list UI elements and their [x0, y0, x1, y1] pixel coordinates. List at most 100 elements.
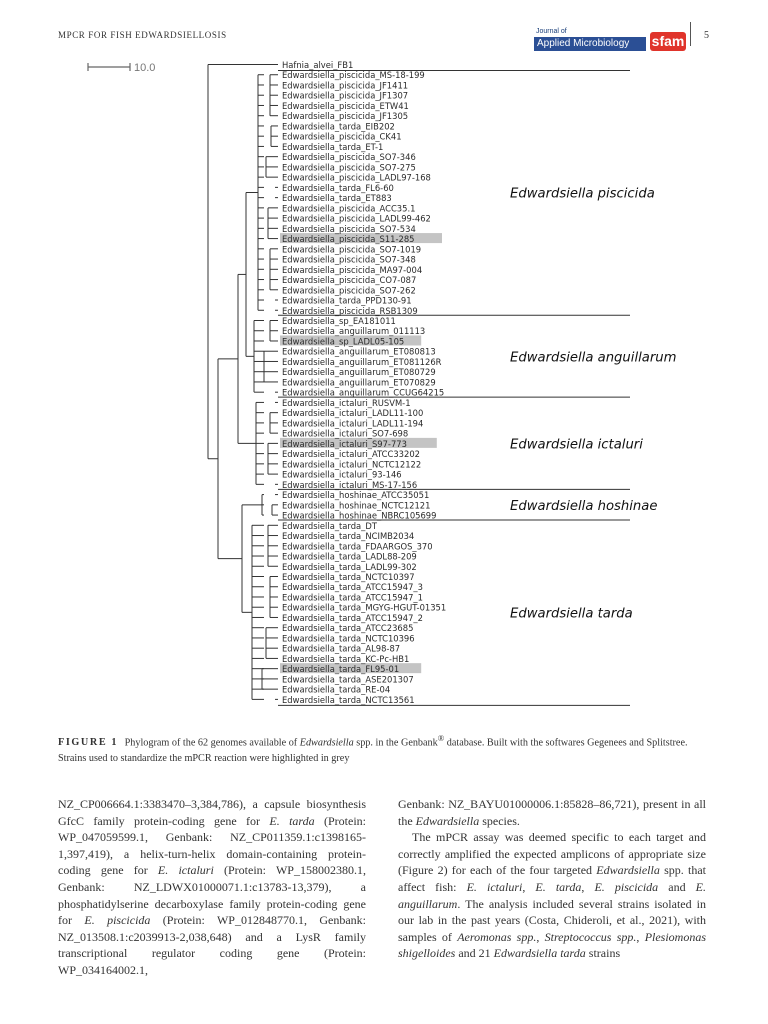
- running-title: MPCR FOR FISH EDWARDSIELLOSIS: [58, 30, 227, 40]
- taxon-label: Edwardsiella_anguillarum_011113: [282, 326, 425, 336]
- body-text-run: E. ictaluri: [466, 879, 523, 894]
- body-text-run: strains: [585, 946, 621, 961]
- taxon-label: Edwardsiella_anguillarum_ET070829: [282, 377, 436, 387]
- taxon-label: Edwardsiella_sp_LADL05-105: [282, 336, 404, 346]
- taxon-label: Edwardsiella_piscicida_S11-285: [282, 234, 415, 244]
- journal-logo: Journal of Applied Microbiology sfam: [534, 28, 686, 52]
- taxon-label: Edwardsiella_tarda_ET-1: [282, 142, 383, 152]
- body-text-run: (Protein: WP_158002380.1, Genbank: NZ_LD…: [58, 863, 366, 928]
- clade-label: Edwardsiella anguillarum: [510, 350, 676, 365]
- taxon-label: Edwardsiella_anguillarum_ET081126R: [282, 357, 442, 367]
- body-text-run: Streptococcus spp.: [544, 929, 637, 944]
- taxon-label: Edwardsiella_tarda_LADL88-209: [282, 552, 417, 562]
- scale-bar-label: 10.0: [134, 62, 155, 74]
- body-text-run: Aeromonas spp.: [457, 929, 537, 944]
- highlight-bar: [280, 437, 437, 448]
- taxon-label: Edwardsiella_tarda_KC-Pc-HB1: [282, 654, 409, 664]
- body-text-run: E. piscicida: [84, 913, 151, 928]
- taxon-label: Edwardsiella_tarda_NCIMB2034: [282, 531, 414, 541]
- taxon-label: Edwardsiella_ictaluri_ATCC33202: [282, 449, 420, 459]
- body-text-run: Plesiomonas shigelloides: [398, 929, 707, 961]
- taxon-label: Edwardsiella_tarda_ATCC15947_3: [282, 582, 423, 592]
- taxon-label: Edwardsiella_tarda_ATCC23685: [282, 623, 413, 633]
- body-text-run: species.: [479, 813, 520, 828]
- body-text-run: . The analysis included several strains …: [398, 896, 706, 944]
- taxon-label: Edwardsiella_tarda_NCTC10397: [282, 572, 415, 582]
- body-text-run: E. tarda: [535, 879, 582, 894]
- body-text-run: ,: [581, 879, 595, 894]
- clade-label: Edwardsiella ictaluri: [510, 437, 643, 452]
- body-column-right: Genbank: NZ_BAYU01000006.1:85828–86,721)…: [398, 796, 706, 962]
- taxon-label: Edwardsiella_anguillarum_CCUG64215: [282, 388, 444, 398]
- taxon-label: Edwardsiella_piscicida_MA97-004: [282, 265, 422, 275]
- journal-name: Applied Microbiology: [534, 37, 646, 51]
- body-text-run: Genbank: NZ_BAYU01000006.1:85828–86,721)…: [398, 797, 706, 828]
- taxon-label: Edwardsiella_sp_EA181011: [282, 316, 396, 326]
- figure-caption: FIGURE 1 Phylogram of the 62 genomes ava…: [58, 730, 710, 767]
- highlight-bar: [280, 233, 442, 244]
- taxon-label: Edwardsiella_tarda_FL6-60: [282, 183, 394, 193]
- body-paragraph-left: NZ_CP006664.1:3383470–3,384,786), a caps…: [58, 796, 366, 979]
- taxon-label: Edwardsiella_piscicida_SO7-534: [282, 224, 416, 234]
- body-text-run: (Protein: WP_047059599.1, Genbank: NZ_CP…: [58, 813, 367, 878]
- society-logo: sfam: [650, 32, 686, 51]
- taxon-label: Edwardsiella_tarda_FDAARGOS_370: [282, 541, 433, 551]
- taxon-label: Edwardsiella_ictaluri_S97-773: [282, 439, 407, 449]
- taxon-label: Edwardsiella_tarda_DT: [282, 521, 378, 531]
- body-column-left: NZ_CP006664.1:3383470–3,384,786), a caps…: [58, 796, 366, 979]
- body-paragraph-right-1: Genbank: NZ_BAYU01000006.1:85828–86,721)…: [398, 796, 706, 829]
- taxon-label: Edwardsiella_tarda_PPD130-91: [282, 296, 412, 306]
- body-text-run: E. anguillarum: [398, 879, 707, 911]
- body-text-run: E. piscicida: [594, 879, 659, 894]
- taxon-label: Edwardsiella_tarda_ASE201307: [282, 674, 414, 684]
- taxon-label: Edwardsiella_tarda_NCTC10396: [282, 633, 415, 643]
- figure-label: FIGURE 1: [58, 737, 119, 749]
- taxon-label: Edwardsiella_ictaluri_LADL11-194: [282, 418, 423, 428]
- caption-text-3: database. Built with the softwares Gegen…: [58, 737, 688, 765]
- taxon-label: Edwardsiella_piscicida_CO7-087: [282, 275, 416, 285]
- body-text-run: and 21: [455, 946, 494, 961]
- body-text-run: ,: [536, 929, 545, 944]
- taxon-label: Edwardsiella_ictaluri_RUSVM-1: [282, 398, 411, 408]
- highlight-bar: [280, 335, 422, 346]
- taxon-label: Edwardsiella_piscicida_ACC35.1: [282, 203, 415, 213]
- taxon-label: Edwardsiella_piscicida_SO7-262: [282, 285, 416, 295]
- body-paragraph-right-2: The mPCR assay was deemed specific to ea…: [398, 829, 706, 962]
- taxon-label: Edwardsiella_tarda_ATCC15947_1: [282, 592, 423, 602]
- taxon-label: Edwardsiella_piscicida_LADL97-168: [282, 173, 431, 183]
- taxon-label: Edwardsiella_piscicida_SO7-275: [282, 162, 416, 172]
- taxon-label: Edwardsiella_tarda_FL95-01: [282, 664, 399, 674]
- taxon-label: Edwardsiella_ictaluri_MS-17-156: [282, 480, 417, 490]
- taxon-label: Edwardsiella_tarda_ET883: [282, 193, 392, 203]
- taxon-label: Edwardsiella_tarda_ATCC15947_2: [282, 613, 423, 623]
- body-text-run: E. ictaluri: [157, 863, 214, 878]
- taxon-label: Edwardsiella_ictaluri_93-146: [282, 470, 402, 480]
- taxon-label: Edwardsiella_piscicida_ETW41: [282, 101, 409, 111]
- body-text-run: NZ_CP006664.1:3383470–3,384,786), a caps…: [58, 797, 366, 828]
- taxon-label: Edwardsiella_hoshinae_ATCC35051: [282, 490, 429, 500]
- taxon-label: Edwardsiella_piscicida_SO7-346: [282, 152, 416, 162]
- journal-small-label: Journal of: [536, 28, 567, 35]
- body-text-run: Edwardsiella: [415, 813, 480, 828]
- taxon-label: Edwardsiella_tarda_NCTC13561: [282, 695, 415, 705]
- body-text-run: Edwardsiella: [596, 863, 660, 878]
- taxon-label: Edwardsiella_piscicida_SO7-348: [282, 255, 416, 265]
- taxon-label: Edwardsiella_ictaluri_NCTC12122: [282, 459, 421, 469]
- clade-label: Edwardsiella hoshinae: [510, 499, 657, 514]
- taxon-label: Edwardsiella_hoshinae_NBRC105699: [282, 511, 436, 521]
- taxon-label: Edwardsiella_tarda_EIB202: [282, 121, 395, 131]
- taxon-label: Edwardsiella_tarda_MGYG-HGUT-01351: [282, 603, 446, 613]
- body-text-run: ,: [636, 929, 645, 944]
- taxon-label: Edwardsiella_piscicida_JF1305: [282, 111, 408, 121]
- taxon-label: Edwardsiella_piscicida_SO7-1019: [282, 244, 421, 254]
- taxon-label: Edwardsiella_anguillarum_ET080813: [282, 347, 436, 357]
- caption-registered-mark: ®: [437, 733, 445, 743]
- taxon-label: Edwardsiella_tarda_LADL99-302: [282, 562, 417, 572]
- taxon-label: Edwardsiella_piscicida_CK41: [282, 132, 402, 142]
- caption-text-1: Phylogram of the 62 genomes available of: [124, 737, 300, 749]
- body-text-run: E. tarda: [269, 813, 315, 828]
- taxon-label: Edwardsiella_piscicida_JF1411: [282, 80, 408, 90]
- taxon-label: Edwardsiella_hoshinae_NCTC12121: [282, 500, 430, 510]
